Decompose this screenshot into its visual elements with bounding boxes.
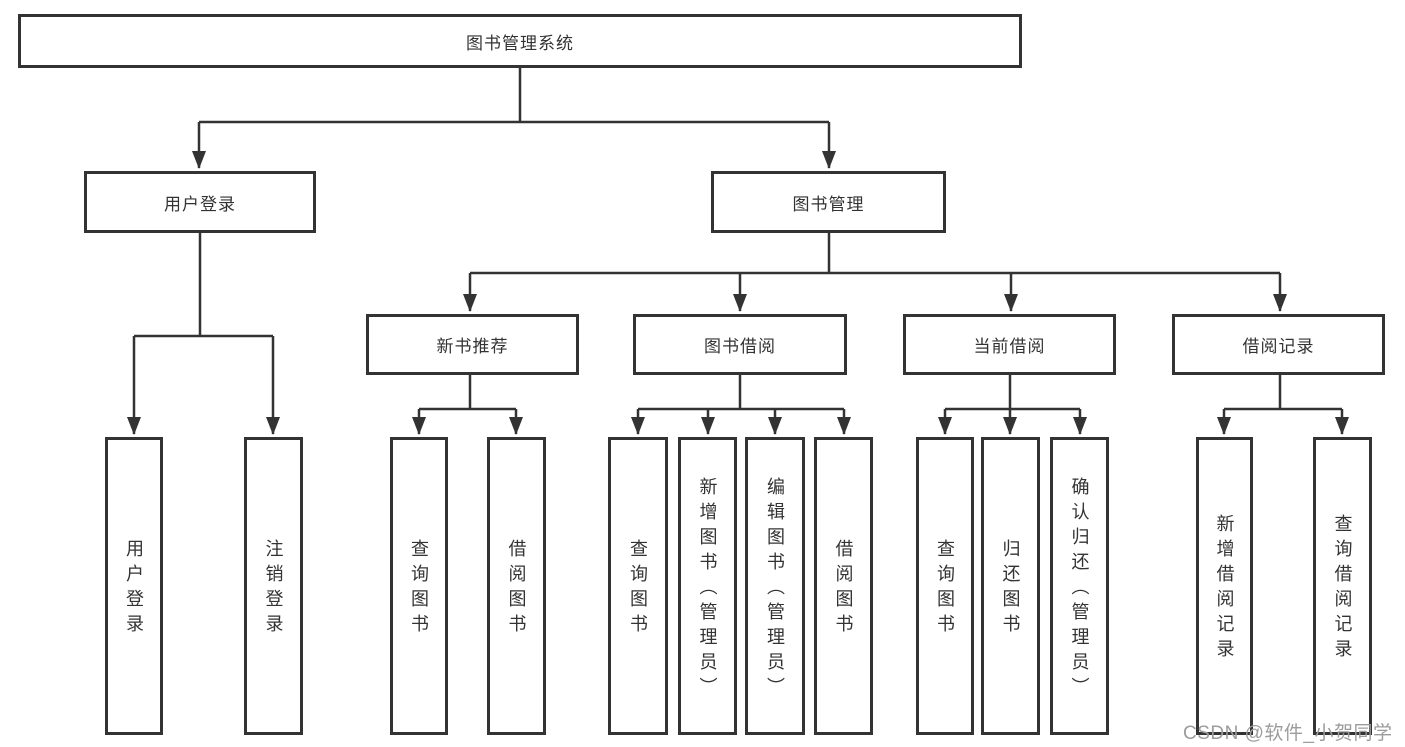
node-library-management-system: 图书管理系统 xyxy=(18,14,1022,68)
node-rec-query-books: 查询图书 xyxy=(390,437,448,735)
node-bb-query-books: 查询图书 xyxy=(608,437,668,735)
node-borrowing-records: 借阅记录 xyxy=(1172,314,1385,375)
node-book-borrowing: 图书借阅 xyxy=(633,314,847,375)
watermark: CSDN @软件_小贺同学 xyxy=(1183,723,1393,744)
node-book-management: 图书管理 xyxy=(711,171,946,233)
node-bb-add-books-admin: 新增图书（管理员） xyxy=(678,437,737,735)
node-cb-return-books: 归还图书 xyxy=(981,437,1040,735)
node-user-login: 用户登录 xyxy=(84,171,316,233)
node-cb-query-books: 查询图书 xyxy=(916,437,974,735)
node-user-login-leaf: 用户登录 xyxy=(105,437,163,735)
node-bb-edit-books-admin: 编辑图书（管理员） xyxy=(745,437,805,735)
node-br-add-borrow-record: 新增借阅记录 xyxy=(1196,437,1253,735)
node-rec-borrow-books: 借阅图书 xyxy=(487,437,546,735)
node-br-query-borrow-record: 查询借阅记录 xyxy=(1313,437,1372,735)
node-current-borrowing: 当前借阅 xyxy=(903,314,1116,375)
node-new-book-recommend: 新书推荐 xyxy=(366,314,579,375)
node-logout: 注销登录 xyxy=(244,437,303,735)
node-bb-borrow-books: 借阅图书 xyxy=(814,437,873,735)
node-cb-confirm-return-admin: 确认归还（管理员） xyxy=(1050,437,1109,735)
